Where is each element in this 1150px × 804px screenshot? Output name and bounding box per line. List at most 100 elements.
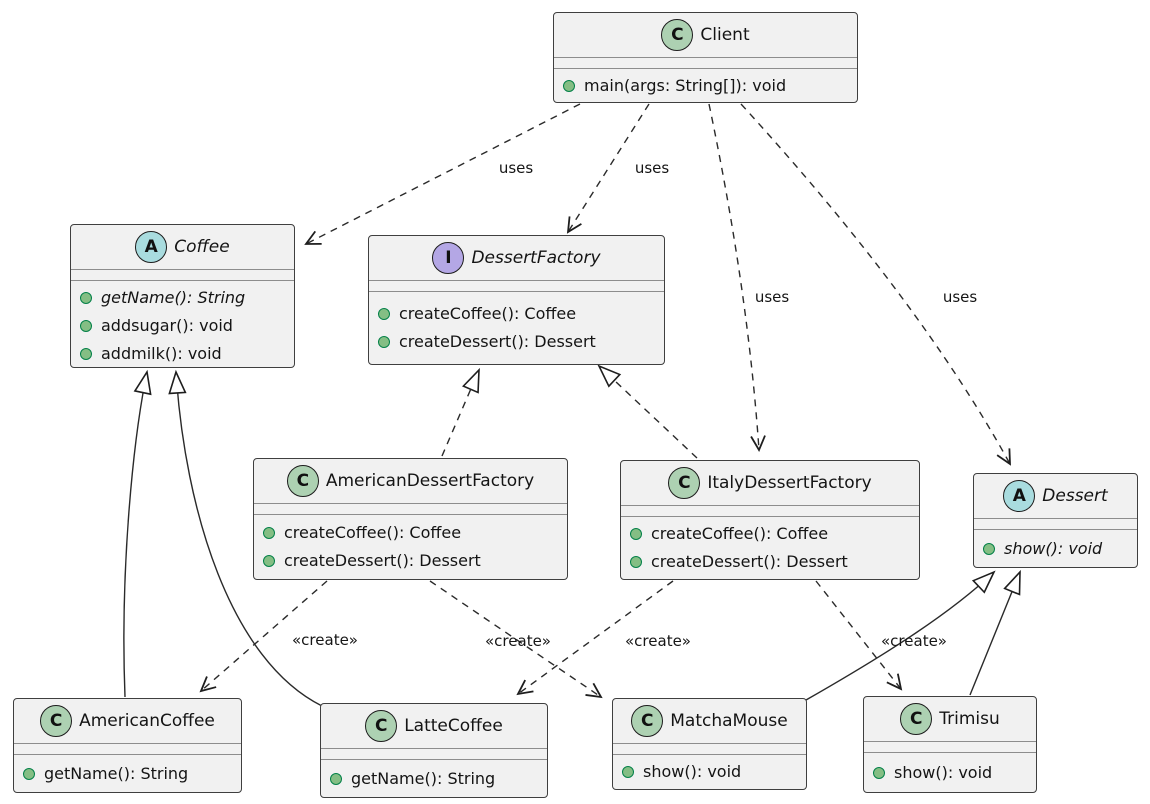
class-header: C Client [554,13,857,58]
class-badge-icon: C [631,705,664,737]
public-method-icon [983,542,995,555]
method-text: createCoffee(): Coffee [399,304,577,323]
edge-americanfactory-create-americancoffee [199,580,328,693]
public-method-icon [873,766,885,779]
attributes-compartment [254,504,567,515]
edge-americancoffee-extends-coffee [123,369,152,698]
edge-label-uses-coffee: uses [498,159,534,177]
method-text: getName(): String [44,763,189,783]
class-badge-icon: C [668,467,701,499]
class-name: Client [700,25,750,45]
method-row: addmilk(): void [80,340,285,368]
method-row: createDessert(): Dessert [630,548,910,576]
public-method-icon [630,528,642,540]
method-text: main(args: String[]): void [584,76,787,95]
public-method-icon [330,772,342,785]
attributes-compartment [621,506,919,517]
class-header: C LatteCoffee [321,704,547,749]
attributes-compartment [14,744,241,755]
edge-italyfactory-create-trimisu [815,580,903,691]
methods-compartment: getName(): String [14,755,241,792]
methods-compartment: show(): void [864,753,1036,792]
edge-lattecoffee-extends-coffee [168,369,323,707]
methods-compartment: show(): void [613,755,806,789]
class-box-matchamouse: C MatchaMouse show(): void [612,698,807,790]
method-row: show(): void [873,759,1027,787]
method-row: main(args: String[]): void [563,72,848,100]
method-row: getName(): String [80,284,285,312]
method-text: show(): void [894,762,993,782]
method-text: addsugar(): void [101,316,233,335]
edge-italyfactory-implements-dessertfactory [597,364,698,459]
class-name: AmericanDessertFactory [325,471,535,491]
edge-label-create-matchamouse: «create» [485,632,551,650]
methods-compartment: createCoffee(): Coffee createDessert(): … [254,515,567,579]
public-method-icon [378,308,390,320]
method-row: createCoffee(): Coffee [263,519,558,547]
class-header: C ItalyDessertFactory [621,461,919,506]
class-name: Dessert [1042,486,1108,506]
method-row: createCoffee(): Coffee [630,520,910,548]
class-box-client: C Client main(args: String[]): void [553,12,858,103]
public-method-icon [80,348,92,360]
edge-americanfactory-implements-dessertfactory [441,367,480,457]
class-badge-icon: C [40,705,73,737]
edge-label-create-trimisu: «create» [881,632,947,650]
attributes-compartment [321,749,547,760]
public-method-icon [563,80,575,92]
method-text: createDessert(): Dessert [651,552,848,571]
class-name: Trimisu [939,709,1000,729]
method-text: getName(): String [351,768,496,788]
edge-client-uses-dessert [740,103,1011,466]
class-box-italydessertfactory: C ItalyDessertFactory createCoffee(): Co… [620,460,920,580]
abstract-badge-icon: A [1003,480,1036,512]
interface-badge-icon: I [432,242,465,274]
edge-italyfactory-create-lattecoffee [516,580,674,696]
public-method-icon [80,320,92,332]
methods-compartment: getName(): String [321,760,547,797]
public-method-icon [263,555,275,567]
method-row: createDessert(): Dessert [378,328,655,356]
class-header: A Coffee [71,225,294,270]
method-row: createCoffee(): Coffee [378,300,655,328]
class-box-coffee: A Coffee getName(): String addsugar(): v… [70,224,295,368]
public-method-icon [378,336,390,348]
class-badge-icon: C [661,19,694,51]
attributes-compartment [71,270,294,281]
edge-label-uses-italydessertfactory: uses [754,288,790,306]
method-text: createDessert(): Dessert [399,332,596,351]
attributes-compartment [554,58,857,69]
class-header: C AmericanDessertFactory [254,459,567,504]
method-text: show(): void [1004,538,1103,558]
public-method-icon [80,292,92,304]
class-badge-icon: C [365,710,398,742]
method-text: show(): void [643,762,742,781]
method-row: createDessert(): Dessert [263,547,558,575]
attributes-compartment [369,281,664,292]
edge-label-uses-dessertfactory: uses [634,159,670,177]
public-method-icon [630,556,642,568]
class-name: Coffee [174,237,230,257]
class-name: MatchaMouse [670,711,788,731]
edge-client-uses-coffee [304,103,581,245]
class-box-americandessertfactory: C AmericanDessertFactory createCoffee():… [253,458,568,580]
method-text: getName(): String [101,288,246,307]
class-header: I DessertFactory [369,236,664,281]
class-name: ItalyDessertFactory [707,473,872,493]
method-row: show(): void [622,758,797,786]
edge-label-create-americancoffee: «create» [292,631,358,649]
class-header: C MatchaMouse [613,699,806,744]
class-box-dessertfactory: I DessertFactory createCoffee(): Coffee … [368,235,665,365]
abstract-badge-icon: A [135,231,168,263]
attributes-compartment [613,744,806,755]
class-name: AmericanCoffee [79,711,215,731]
edge-label-uses-dessert: uses [942,288,978,306]
class-header: C Trimisu [864,697,1036,742]
methods-compartment: show(): void [974,530,1137,567]
edge-client-uses-italydessertfactory [708,103,766,453]
method-row: getName(): String [23,760,232,788]
edge-americanfactory-create-matchamouse [429,580,603,699]
method-row: show(): void [983,535,1128,563]
methods-compartment: getName(): String addsugar(): void addmi… [71,281,294,371]
